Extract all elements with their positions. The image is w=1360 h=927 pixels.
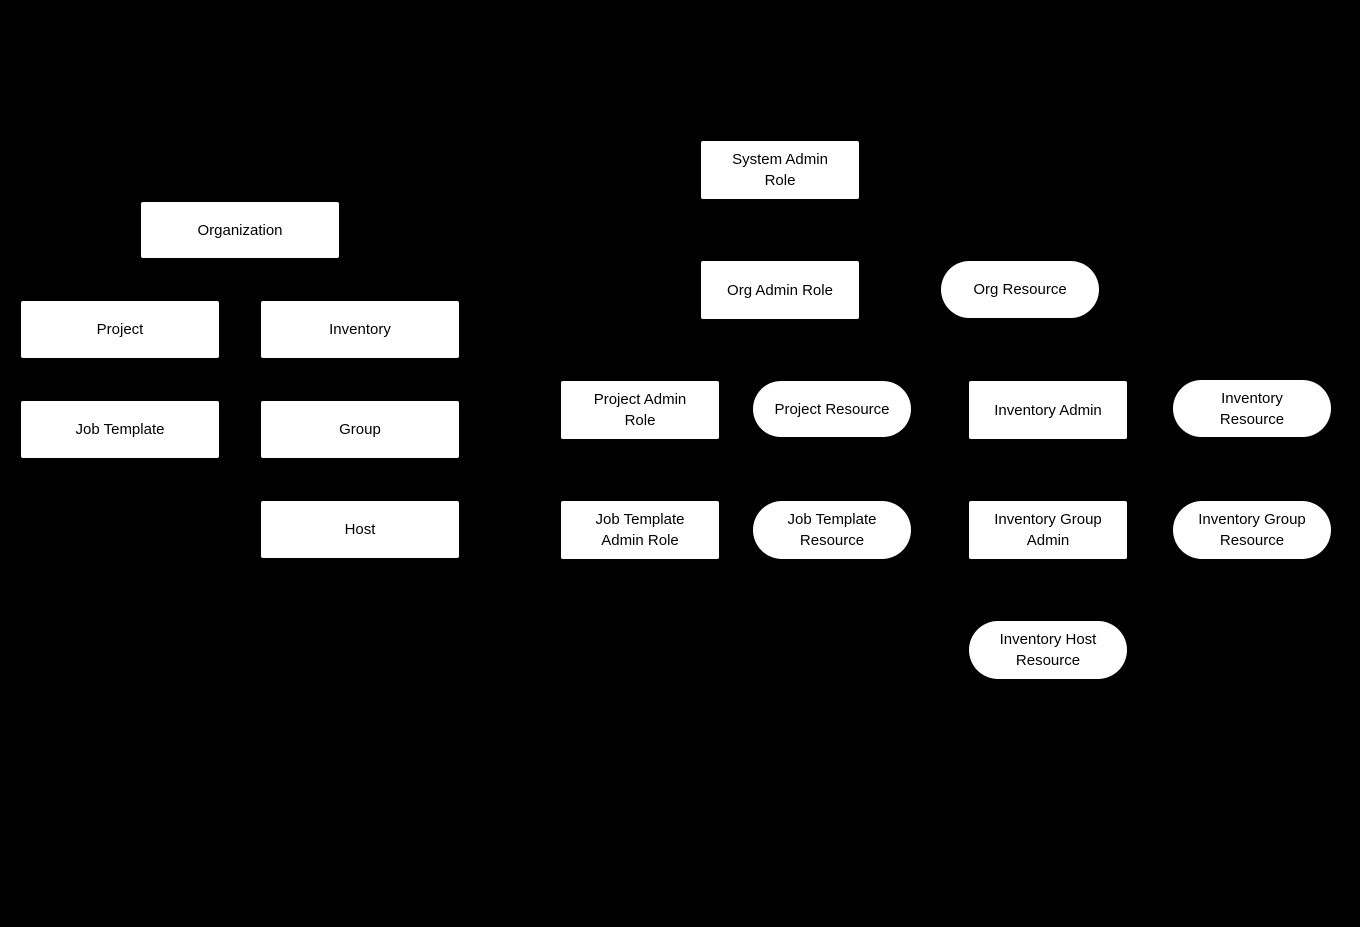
node-inventory-admin: Inventory Admin (969, 381, 1127, 439)
node-project-label: Project (96, 321, 144, 338)
node-inventory-group-resource-label: Inventory Group Resource (1198, 511, 1306, 549)
node-system-admin-role: System Admin Role (701, 141, 859, 199)
node-org-admin-role: Org Admin Role (701, 261, 859, 319)
node-inventory-admin-label: Inventory Admin (994, 401, 1102, 419)
node-job-template-admin-role: Job Template Admin Role (561, 501, 719, 559)
node-group-label: Group (339, 421, 381, 438)
node-job-template-resource-label: Job Template Resource (787, 511, 877, 549)
node-job-template-label: Job Template (75, 421, 165, 438)
node-inventory-group-admin: Inventory Group Admin (969, 501, 1127, 559)
node-inventory-host-resource: Inventory Host Resource (969, 621, 1127, 679)
node-job-template: Job Template (21, 401, 219, 458)
node-inventory-label: Inventory (329, 321, 391, 338)
node-group: Group (261, 401, 459, 458)
node-inventory-group-admin-label: Inventory Group Admin (994, 511, 1102, 549)
node-host: Host (261, 501, 459, 558)
node-org-resource: Org Resource (941, 261, 1099, 318)
node-org-admin-role-label: Org Admin Role (727, 281, 833, 299)
node-project-admin-role-label: Project Admin Role (593, 391, 687, 429)
node-project-resource: Project Resource (753, 381, 911, 437)
node-job-template-resource: Job Template Resource (753, 501, 911, 559)
node-organization-label: Organization (197, 221, 283, 239)
node-inventory-resource-label: Inventory Resource (1219, 389, 1285, 428)
node-system-admin-role-label: System Admin Role (732, 151, 828, 189)
node-org-resource-label: Org Resource (973, 281, 1067, 298)
node-inventory: Inventory (261, 301, 459, 358)
node-inventory-host-resource-label: Inventory Host Resource (999, 631, 1097, 669)
node-project-resource-label: Project Resource (774, 400, 890, 418)
node-host-label: Host (344, 521, 376, 538)
node-job-template-admin-role-label: Job Template Admin Role (595, 511, 685, 549)
node-organization: Organization (141, 202, 339, 258)
node-inventory-resource: Inventory Resource (1173, 380, 1331, 437)
node-inventory-group-resource: Inventory Group Resource (1173, 501, 1331, 559)
node-project-admin-role: Project Admin Role (561, 381, 719, 439)
node-project: Project (21, 301, 219, 358)
